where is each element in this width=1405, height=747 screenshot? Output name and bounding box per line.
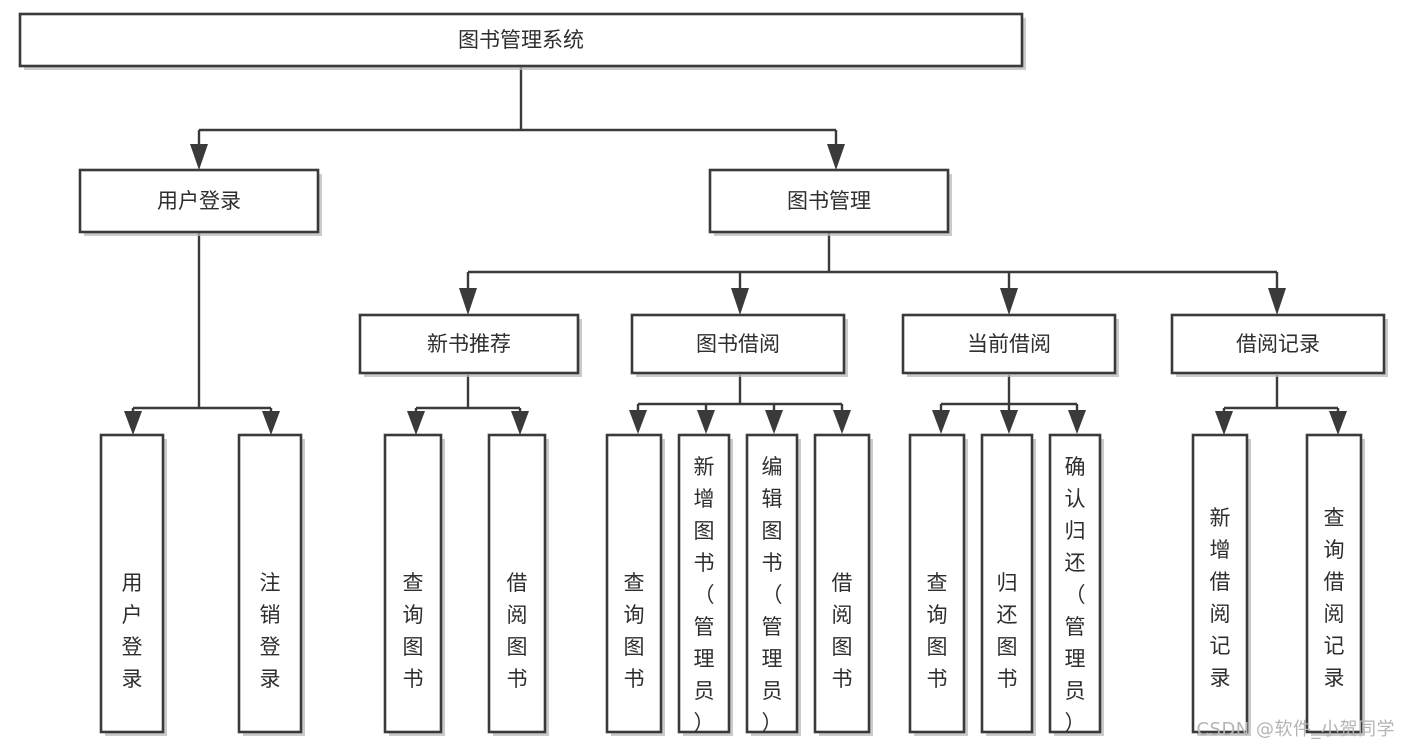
node-book-manage[interactable]: 图书管理	[708, 168, 952, 236]
arrow-to-leaf-edit-book	[765, 410, 783, 434]
node-leaf-add-book[interactable]: 新增图书（管理员）	[677, 433, 733, 736]
root-label: 图书管理系统	[458, 28, 584, 52]
edge-book-borrow-trunk	[636, 375, 844, 414]
arrow-to-current-borrow	[1000, 288, 1018, 315]
arrow-to-book-manage	[827, 144, 845, 170]
new-book-recommend-label: 新书推荐	[427, 332, 511, 356]
node-current-borrow[interactable]: 当前借阅	[901, 313, 1119, 377]
leaf-user-login-label: 用户登录	[122, 571, 143, 691]
edge-root-trunk	[197, 66, 838, 146]
leaf-user-login-box	[99, 433, 165, 734]
csdn-watermark: CSDN @软件_小贺同学	[1196, 719, 1395, 740]
arrow-to-leaf-add-book	[697, 410, 715, 434]
node-new-book-recommend[interactable]: 新书推荐	[358, 313, 582, 377]
node-leaf-query-book-1[interactable]: 查询图书	[383, 433, 445, 736]
user-login-label: 用户登录	[157, 189, 241, 213]
leaf-query-book-2-box	[605, 433, 663, 734]
node-leaf-borrow-book-2[interactable]: 借阅图书	[813, 433, 873, 736]
leaf-add-book-label: 新增图书（管理员）	[694, 455, 715, 735]
arrow-to-borrow-record	[1268, 288, 1286, 315]
arrow-to-leaf-return-book	[1000, 410, 1018, 434]
node-leaf-user-login[interactable]: 用户登录	[99, 433, 167, 736]
leaf-confirm-return-label: 确认归还（管理员）	[1065, 455, 1086, 735]
leaf-borrow-book-1-box	[487, 433, 547, 734]
arrow-to-leaf-query-book-2	[629, 410, 647, 434]
arrow-to-leaf-query-book-3	[932, 410, 950, 434]
leaf-query-book-2-label: 查询图书	[624, 571, 645, 691]
leaf-query-book-1-label: 查询图书	[403, 571, 424, 691]
arrow-to-leaf-query-record	[1329, 411, 1347, 435]
leaf-borrow-book-2-box	[813, 433, 871, 734]
arrow-to-leaf-query-book-1	[407, 411, 425, 435]
book-borrow-label: 图书借阅	[696, 332, 780, 356]
node-leaf-query-book-3[interactable]: 查询图书	[908, 433, 968, 736]
node-leaf-query-record[interactable]: 查询借阅记录	[1305, 433, 1365, 736]
leaf-logout-login-label: 注销登录	[260, 571, 281, 691]
node-user-login[interactable]: 用户登录	[78, 168, 322, 236]
edge-user-login-trunk	[131, 232, 273, 416]
arrow-to-new-book-recommend	[459, 288, 477, 315]
book-manage-label: 图书管理	[787, 189, 871, 213]
leaf-edit-book-box	[745, 433, 799, 734]
arrow-to-leaf-confirm-return	[1068, 410, 1086, 434]
node-leaf-logout-login[interactable]: 注销登录	[237, 433, 305, 736]
leaf-query-book-1-box	[383, 433, 443, 734]
edge-new-book-recommend-trunk	[414, 375, 522, 416]
edge-current-borrow-trunk	[939, 375, 1079, 414]
arrow-to-leaf-add-record	[1215, 411, 1233, 435]
leaf-borrow-book-2-label: 借阅图书	[832, 571, 853, 691]
borrow-record-label: 借阅记录	[1236, 332, 1320, 356]
leaf-query-record-label: 查询借阅记录	[1324, 506, 1345, 690]
arrow-to-leaf-borrow-book-2	[833, 410, 851, 434]
leaf-logout-login-box	[237, 433, 303, 734]
arrow-to-leaf-logout-login	[262, 411, 280, 435]
borrow-record-box	[1170, 313, 1386, 375]
leaf-add-record-box	[1191, 433, 1249, 734]
node-book-borrow[interactable]: 图书借阅	[630, 313, 848, 377]
current-borrow-label: 当前借阅	[967, 332, 1051, 356]
leaf-return-book-label: 归还图书	[997, 571, 1018, 691]
leaf-add-book-box	[677, 433, 731, 734]
book-manage-box	[708, 168, 950, 234]
node-leaf-query-book-2[interactable]: 查询图书	[605, 433, 665, 736]
node-leaf-return-book[interactable]: 归还图书	[980, 433, 1036, 736]
leaf-add-record-label: 新增借阅记录	[1210, 506, 1231, 690]
node-leaf-confirm-return[interactable]: 确认归还（管理员）	[1048, 433, 1104, 736]
node-borrow-record[interactable]: 借阅记录	[1170, 313, 1388, 377]
leaf-confirm-return-box	[1048, 433, 1102, 734]
leaf-edit-book-label: 编辑图书（管理员）	[762, 455, 783, 735]
arrow-to-leaf-borrow-book-1	[511, 411, 529, 435]
node-leaf-borrow-book-1[interactable]: 借阅图书	[487, 433, 549, 736]
node-leaf-add-record[interactable]: 新增借阅记录	[1191, 433, 1251, 736]
current-borrow-box	[901, 313, 1117, 375]
leaf-query-book-3-box	[908, 433, 966, 734]
book-borrow-box	[630, 313, 846, 375]
edge-borrow-record-trunk	[1222, 375, 1340, 416]
user-login-box	[78, 168, 320, 234]
root-box	[18, 12, 1024, 68]
arrow-to-leaf-user-login	[124, 411, 142, 435]
node-root[interactable]: 图书管理系统	[18, 12, 1026, 70]
edges-layer	[124, 66, 1347, 435]
leaf-query-record-box	[1305, 433, 1363, 734]
node-leaf-edit-book[interactable]: 编辑图书（管理员）	[745, 433, 801, 736]
edge-book-manage-trunk	[466, 232, 1279, 288]
arrow-to-user-login	[190, 144, 208, 170]
leaf-return-book-box	[980, 433, 1034, 734]
new-book-recommend-box	[358, 313, 580, 375]
leaf-query-book-3-label: 查询图书	[927, 571, 948, 691]
leaf-borrow-book-1-label: 借阅图书	[507, 571, 528, 691]
arrow-to-book-borrow	[731, 288, 749, 315]
